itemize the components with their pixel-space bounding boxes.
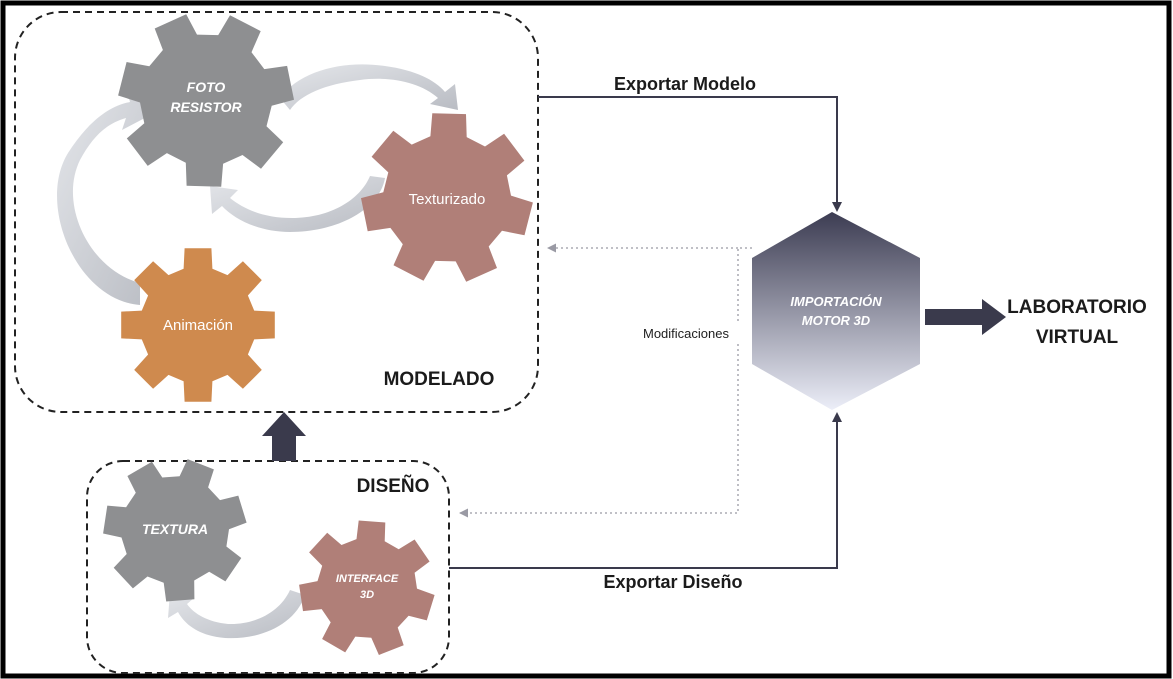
gear-animacion-icon xyxy=(121,248,275,402)
gear-texturizado-icon xyxy=(361,113,533,282)
modificaciones-label-bg xyxy=(630,322,740,344)
modelado-title: MODELADO xyxy=(384,369,495,390)
gear-interface-label-line2: 3D xyxy=(360,589,374,601)
arrow-to-laboratorio xyxy=(925,299,1006,335)
connector-exportar-modelo xyxy=(538,96,842,212)
connector-modificaciones-to-diseno xyxy=(459,247,752,518)
gear-iface-shape xyxy=(299,520,435,655)
gear-animacion-label: Animación xyxy=(163,317,233,334)
diseno-group-box xyxy=(86,460,450,674)
laboratorio-label-line1: LABORATORIO xyxy=(1007,297,1147,318)
gear-textura-label: TEXTURA xyxy=(142,521,208,537)
diseno-title: DISEÑO xyxy=(357,475,430,497)
cycle-arrow-texturizado-to-foto xyxy=(210,176,385,232)
gear-anim-shape xyxy=(121,248,275,402)
gear-foto-shape xyxy=(118,14,294,187)
laboratorio-label-line2: VIRTUAL xyxy=(1036,327,1119,348)
engine-label-line2: MOTOR 3D xyxy=(802,313,871,328)
exportar-diseno-label: Exportar Diseño xyxy=(603,572,742,592)
modelado-group-box xyxy=(14,11,539,413)
gear-foto-resistor-label-line1: FOTO xyxy=(187,79,226,95)
gear-texturizado-label: Texturizado xyxy=(409,191,486,208)
gear-textura-shape xyxy=(103,459,247,602)
modificaciones-label: Modificaciones xyxy=(643,326,729,341)
gear-interface-3d-icon xyxy=(299,520,435,655)
exportar-modelo-label: Exportar Modelo xyxy=(614,74,756,94)
arrow-diseno-to-modelado xyxy=(262,412,306,461)
engine-label-line1: IMPORTACIÓN xyxy=(790,294,882,309)
gear-interface-label-line1: INTERFACE xyxy=(336,573,399,585)
gear-text-shape xyxy=(361,113,533,282)
connector-exportar-diseno xyxy=(449,412,842,569)
cycle-arrow-interface-to-textura xyxy=(168,590,305,639)
cycle-arrow-animacion-to-foto xyxy=(57,88,160,305)
gear-foto-resistor-icon xyxy=(118,14,294,187)
gear-textura-icon xyxy=(103,459,247,602)
cycle-arrow-foto-to-texturizado xyxy=(280,64,458,110)
gear-foto-resistor-label-line2: RESISTOR xyxy=(170,99,242,115)
engine-hexagon xyxy=(752,212,920,410)
